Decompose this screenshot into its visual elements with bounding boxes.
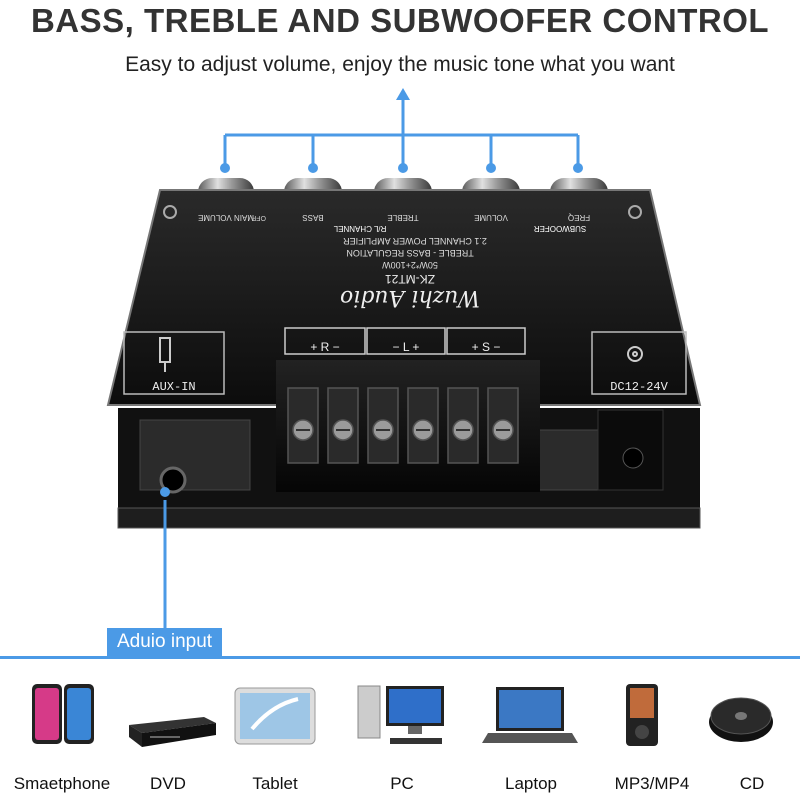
knob-label-treble: TREBLE	[387, 213, 419, 222]
connector-lines	[223, 100, 580, 168]
device-label-laptop: Laptop	[505, 774, 557, 793]
dvd-player-icon	[129, 717, 216, 747]
device-label-pc: PC	[390, 774, 414, 793]
tablet-icon	[234, 687, 316, 745]
off-label: OFF	[252, 214, 266, 221]
mp3-player-icon	[626, 684, 658, 746]
device-label-dvd: DVD	[150, 774, 186, 793]
device-label-tablet: Tablet	[252, 774, 298, 793]
board-description-2: 2.1 CHANNEL POWER AMPLIFIER	[343, 236, 487, 246]
board-model: ZK-MT21	[385, 272, 436, 286]
device-label-smartphone: Smaetphone	[13, 774, 111, 793]
speaker-label-right: + R −	[310, 340, 340, 354]
connector-dots	[220, 163, 583, 173]
group-label-subwoofer: SUBWOOFER	[533, 224, 587, 233]
board-description-1: TREBLE - BASS REGULATION	[346, 248, 474, 258]
audio-input-label: Aduio input	[107, 628, 223, 656]
laptop-icon	[482, 687, 578, 743]
group-label-rl-channel: R/L CHANNEL	[333, 224, 387, 233]
device-label-cd: CD	[739, 774, 765, 793]
smartphone-icon	[32, 684, 94, 744]
knob-label-volume: VOLUME	[474, 213, 508, 222]
device-label-mp3: MP3/MP4	[614, 774, 690, 793]
brand-logo: Wuzhi Audio	[339, 285, 481, 310]
speaker-label-sub: + S −	[471, 340, 501, 354]
dc-label: DC12-24V	[610, 380, 668, 394]
connector-arrow-up	[396, 88, 410, 100]
aux-in-label: AUX-IN	[152, 380, 196, 394]
divider-line	[0, 656, 800, 659]
knob-label-bass: BASS	[302, 213, 324, 222]
knob-label-freq: FREQ	[567, 213, 591, 222]
speaker-label-left: − L +	[392, 340, 420, 354]
board-power: 50W*2+100W	[382, 260, 438, 270]
page-title: BASS, TREBLE AND SUBWOOFER CONTROL	[30, 2, 770, 39]
pc-icon	[357, 685, 444, 744]
page-subtitle: Easy to adjust volume, enjoy the music t…	[125, 53, 675, 76]
cd-player-icon	[709, 697, 773, 742]
